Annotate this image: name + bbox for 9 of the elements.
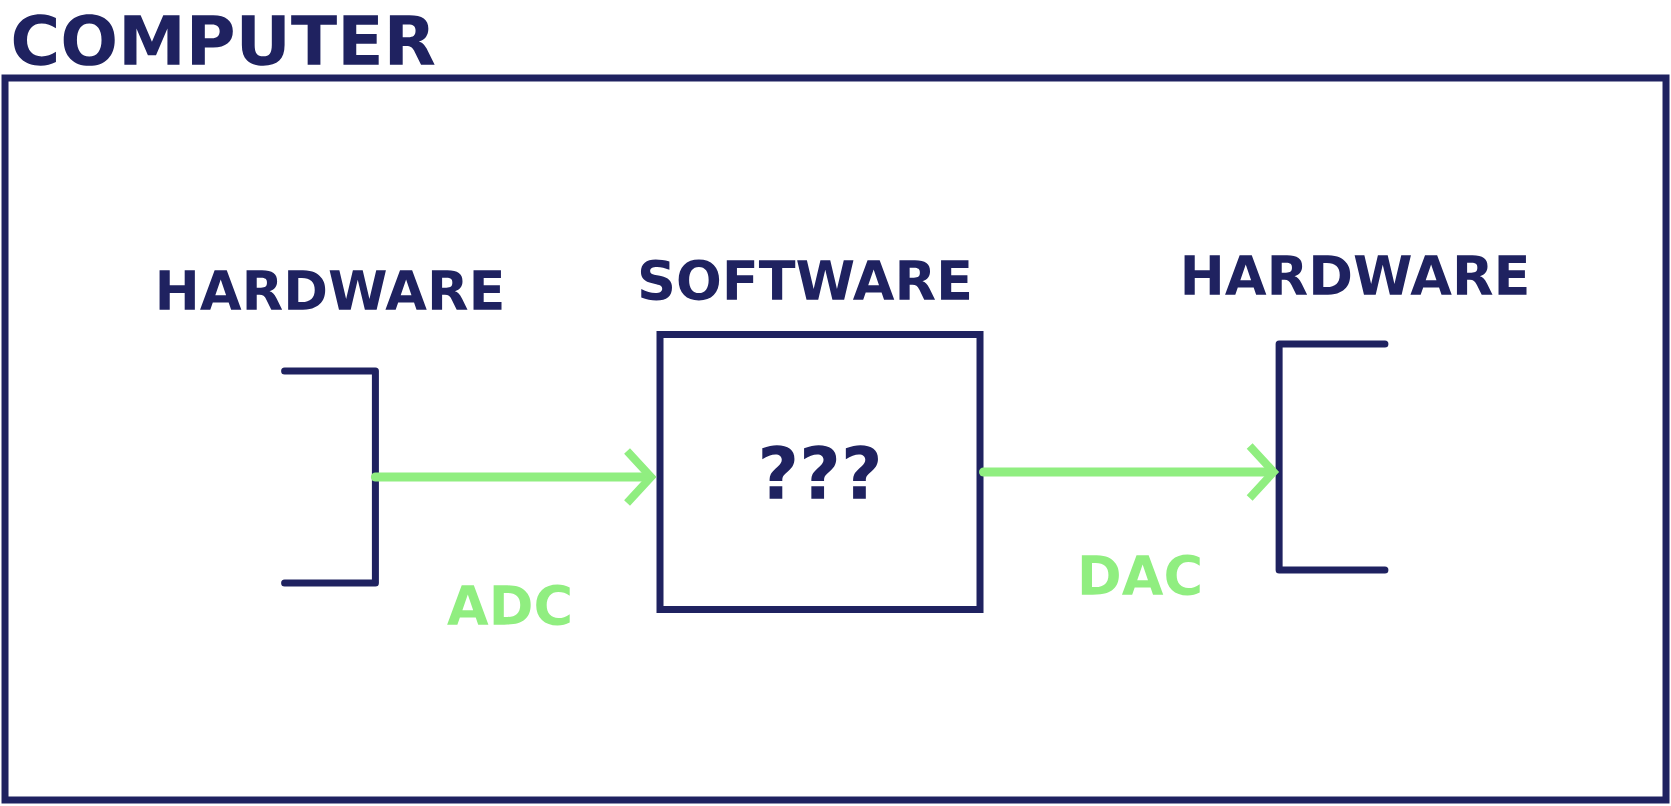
process-box: ??? — [656, 331, 984, 613]
box-heading: SOFTWARE — [640, 259, 970, 301]
double-arrow — [370, 448, 657, 506]
frame-title: COMPUTER — [13, 14, 435, 66]
double-arrow — [979, 443, 1280, 501]
edge-label: ADC — [447, 584, 570, 626]
bracket-heading: HARDWARE — [159, 270, 502, 310]
bracket-heading: HARDWARE — [1184, 255, 1527, 295]
edge-label: DAC — [1081, 554, 1200, 596]
